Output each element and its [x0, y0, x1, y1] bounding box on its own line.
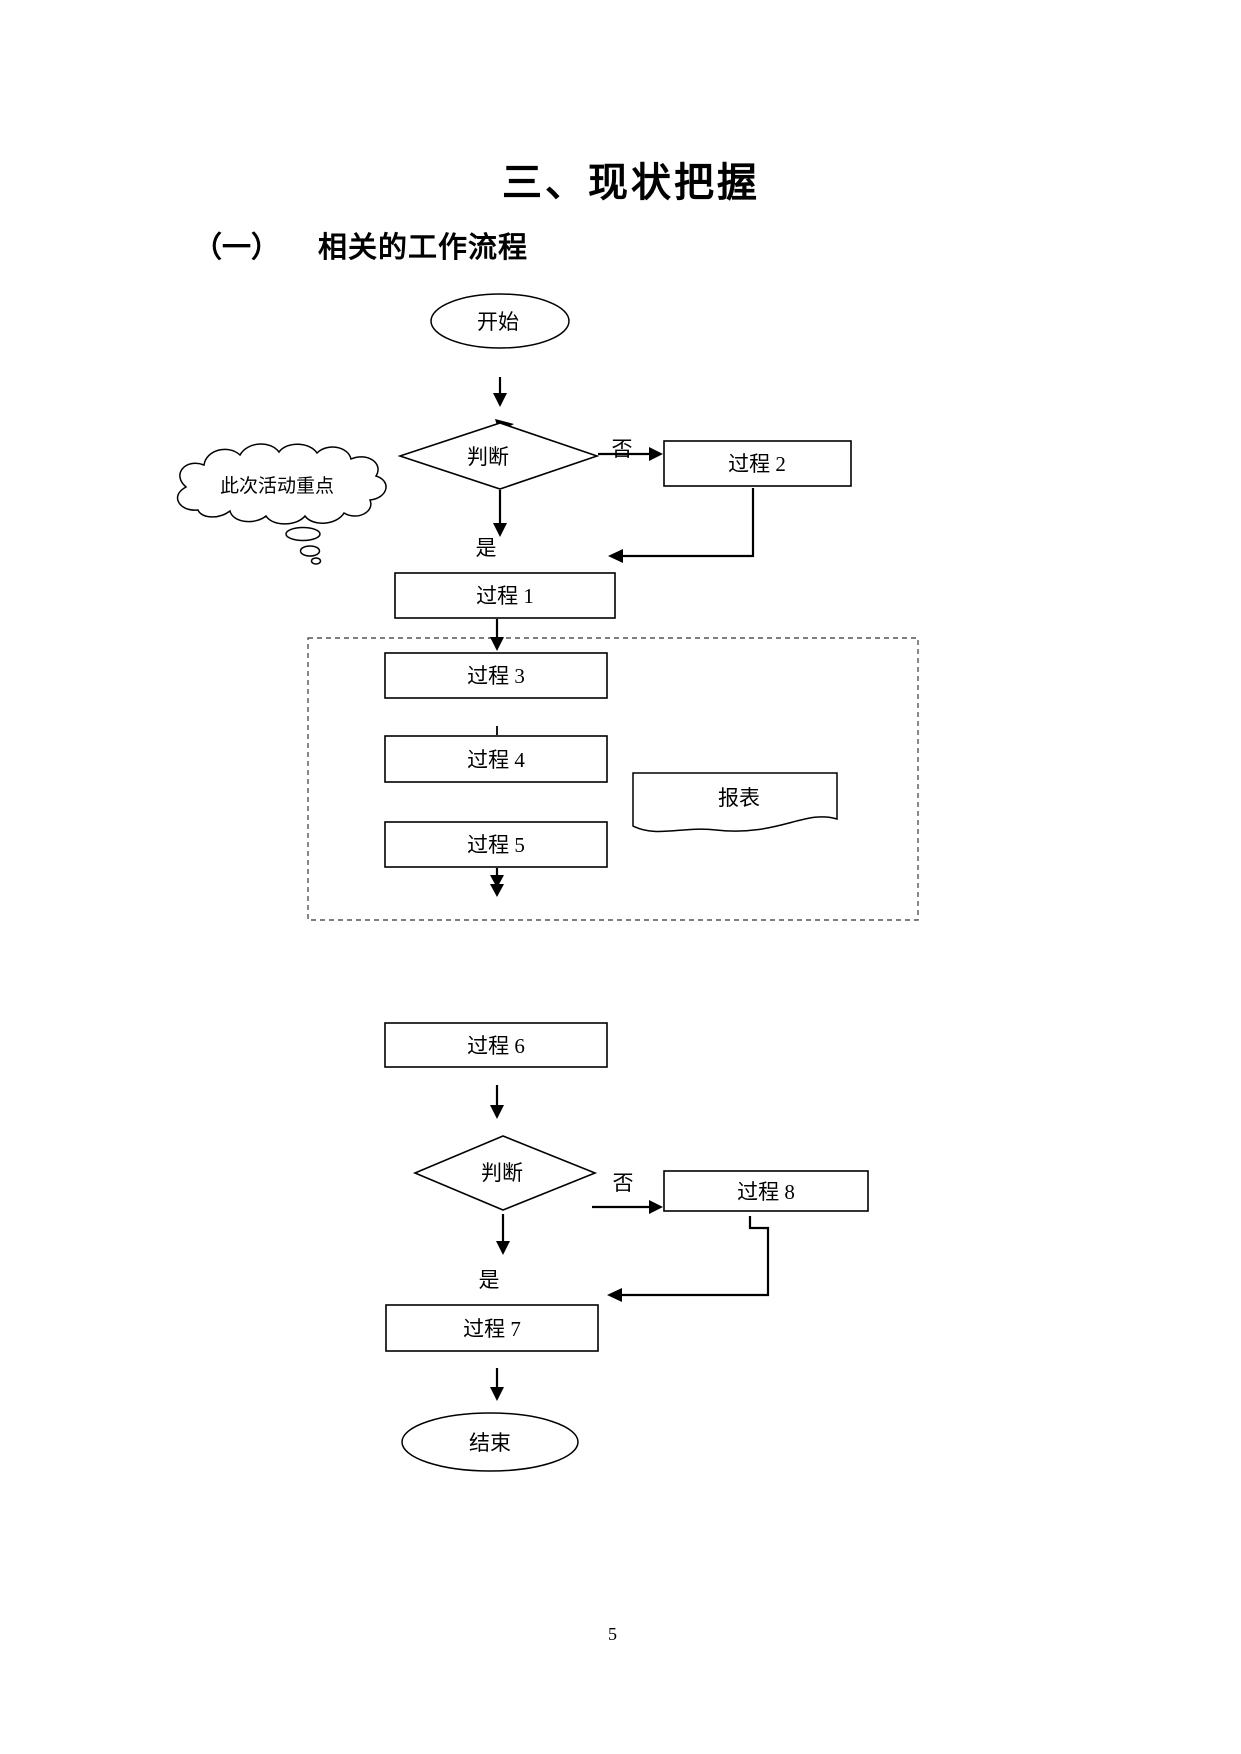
decision1-label: 判断: [467, 445, 509, 469]
process4-box: [384, 735, 608, 783]
report-label: 报表: [718, 786, 760, 810]
start-label: 开始: [477, 310, 519, 334]
connector-process5-exit: [490, 868, 504, 897]
process1-box: [394, 572, 616, 619]
end-label: 结束: [469, 1431, 511, 1455]
start-ellipse: [430, 293, 570, 349]
page-title: 三、现状把握: [502, 160, 760, 205]
process8-box: [663, 1170, 869, 1212]
end-node: 结束: [401, 1412, 579, 1472]
start-node: 开始: [430, 293, 570, 349]
connector-process6-to-decision2: [490, 1085, 504, 1119]
process7-node: 过程 7: [385, 1304, 599, 1352]
process7-box: [385, 1304, 599, 1352]
process8-node: 过程 8: [663, 1170, 869, 1212]
page-number: 5: [608, 1624, 617, 1644]
process4-node: 过程 4: [384, 735, 608, 783]
connector-process7-to-end: [490, 1368, 504, 1401]
process6-label: 过程 6: [467, 1034, 525, 1058]
decision1-diamond: [397, 422, 600, 490]
decision2-node: 判断: [412, 1135, 598, 1211]
process8-label: 过程 8: [737, 1180, 795, 1204]
process3-node: 过程 3: [384, 652, 608, 699]
process3-label: 过程 3: [467, 664, 525, 688]
cloud-note-label: 此次活动重点: [220, 475, 334, 497]
process3-box: [384, 652, 608, 699]
connector-process8-return: [607, 1216, 770, 1302]
process1-label: 过程 1: [476, 584, 534, 608]
connector-decision2-yes: 是: [479, 1214, 510, 1292]
section-heading: （一） 相关的工作流程: [0, 224, 1241, 264]
process2-box: [663, 440, 852, 487]
report-document-shape: [632, 772, 838, 833]
decision2-label: 判断: [481, 1161, 523, 1185]
section-heading-text: 相关的工作流程: [318, 232, 529, 264]
process5-node: 过程 5: [384, 821, 608, 868]
decision1-no-label: 否: [612, 437, 633, 461]
connector-decision1-no: 否: [598, 437, 663, 461]
decision2-no-label: 否: [613, 1171, 634, 1195]
thought-bubble-large: [285, 526, 321, 542]
section-number: （一）: [193, 232, 281, 264]
process2-node: 过程 2: [663, 440, 852, 487]
cloud-shape: [176, 443, 387, 525]
process2-label: 过程 2: [728, 452, 786, 476]
decision2-yes-label: 是: [479, 1268, 500, 1292]
connector-process2-return: [608, 488, 755, 563]
process4-label: 过程 4: [467, 748, 525, 772]
connector-decision2-no: 否: [592, 1171, 663, 1214]
thought-bubble-medium: [299, 545, 321, 557]
process1-node: 过程 1: [394, 572, 616, 619]
cloud-callout: 此次活动重点: [176, 443, 387, 565]
connector-decision1-yes: 是: [476, 490, 507, 560]
report-node: 报表: [632, 772, 838, 833]
thought-bubble-small: [310, 557, 322, 565]
dashed-group-box: [307, 637, 919, 921]
process6-node: 过程 6: [384, 1022, 608, 1068]
process7-label: 过程 7: [463, 1317, 521, 1341]
decision1-yes-label: 是: [476, 536, 497, 560]
decision1-node: 判断: [397, 422, 600, 490]
decision2-diamond: [412, 1135, 598, 1211]
connector-process1-to-process3: [490, 619, 504, 651]
process6-box: [384, 1022, 608, 1068]
process5-box: [384, 821, 608, 868]
process5-label: 过程 5: [467, 833, 525, 857]
end-ellipse: [401, 1412, 579, 1472]
